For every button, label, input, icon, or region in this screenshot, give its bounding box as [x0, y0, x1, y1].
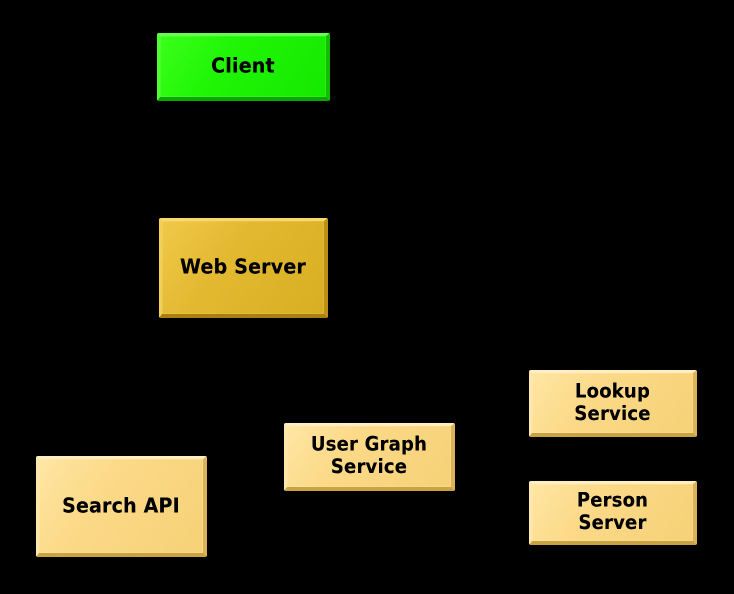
- node-web-server-label: Web Server: [180, 255, 306, 279]
- node-person-server-label: Person Server: [576, 489, 649, 535]
- node-lookup-service-label: Lookup Service: [574, 380, 651, 426]
- node-user-graph-service[interactable]: User Graph Service: [284, 423, 455, 491]
- node-web-server[interactable]: Web Server: [159, 218, 328, 318]
- node-search-api[interactable]: Search API: [36, 456, 207, 557]
- node-client[interactable]: Client: [157, 33, 330, 101]
- node-user-graph-service-label: User Graph Service: [310, 433, 428, 479]
- node-person-server[interactable]: Person Server: [529, 481, 697, 545]
- node-client-label: Client: [211, 54, 275, 78]
- node-search-api-label: Search API: [62, 494, 180, 518]
- node-lookup-service[interactable]: Lookup Service: [529, 370, 697, 437]
